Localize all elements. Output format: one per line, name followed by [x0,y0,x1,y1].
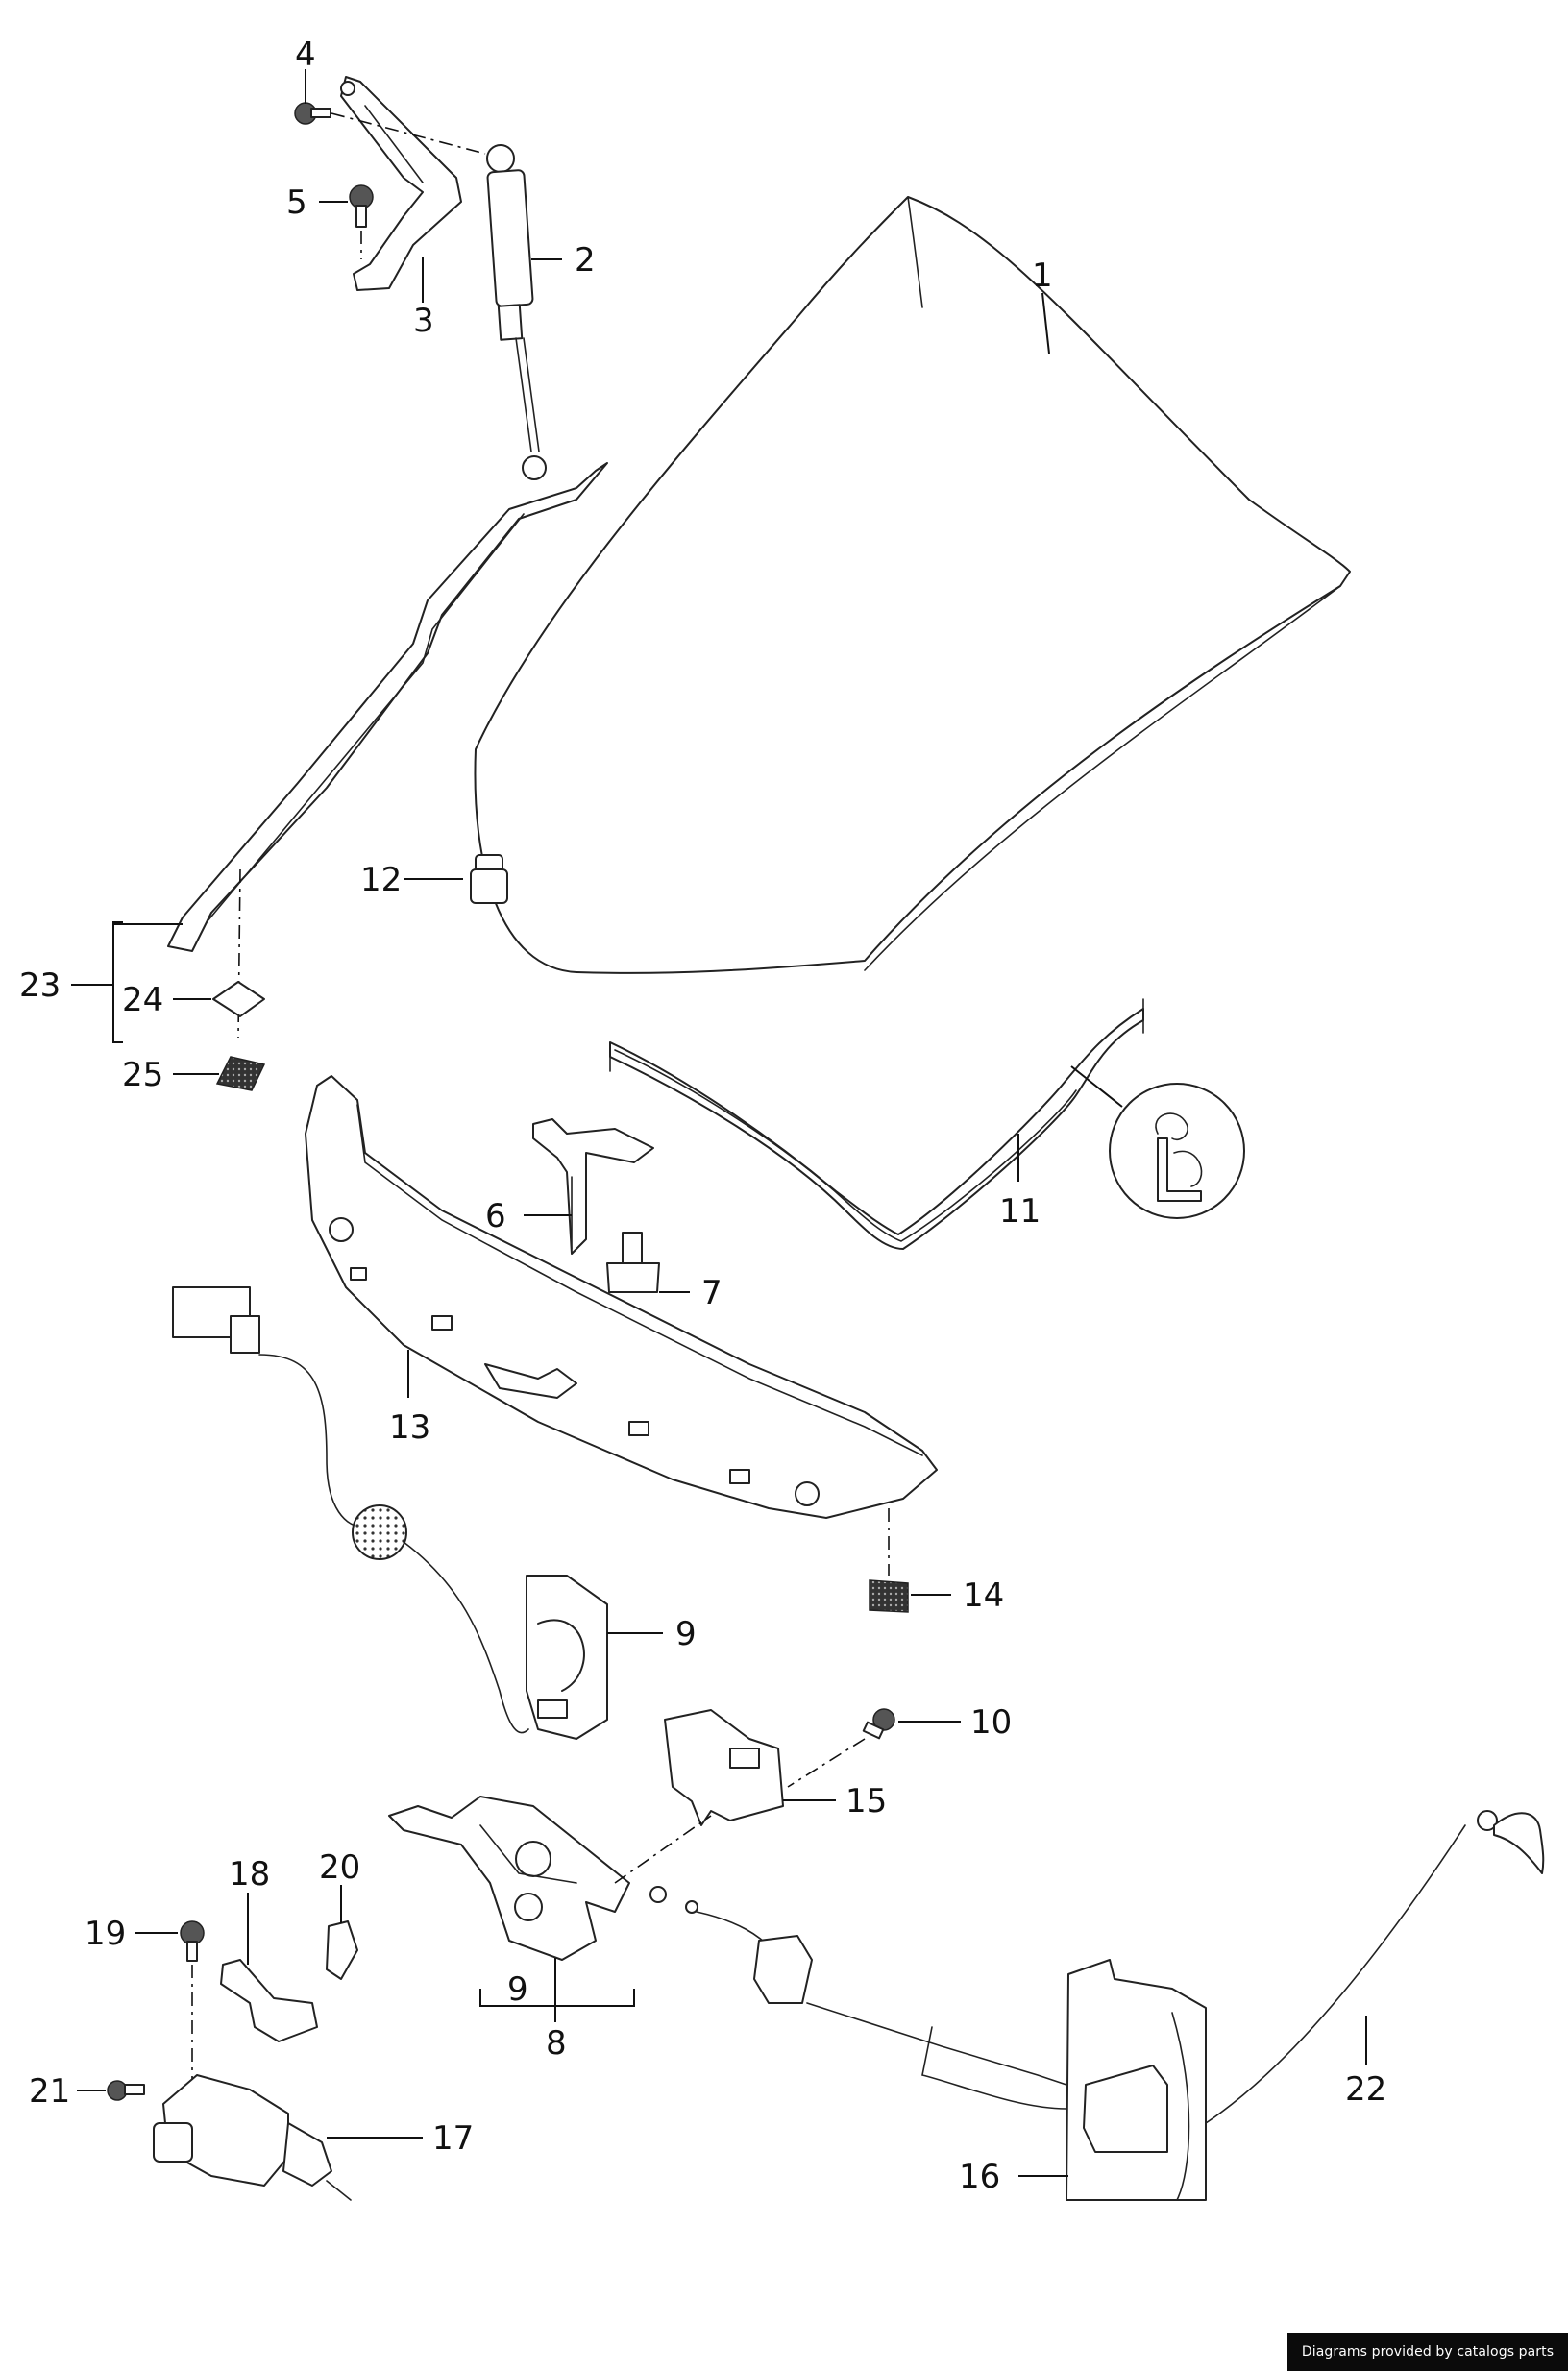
hood-panel [474,196,1351,974]
release-handle-housing [1066,1959,1207,2201]
mounting-bracket-18 [220,1959,318,2042]
callout-17: 17 [432,2119,474,2158]
hinge-bracket [340,76,462,291]
callout-21: 21 [29,2072,70,2111]
assembly-line-4 [331,112,486,155]
assembly-line-8 [614,1815,712,1884]
pad-24 [212,981,265,1017]
callout-24: 24 [122,981,163,1019]
gas-strut [486,144,547,480]
callout-25: 25 [122,1056,163,1094]
callout-4: 4 [295,36,316,74]
latch-housing [526,1575,608,1740]
callout-6: 6 [485,1197,506,1235]
callout-14: 14 [963,1577,1004,1615]
callout-7: 7 [701,1274,723,1312]
callout-8: 8 [546,2024,567,2063]
callout-9-upper: 9 [675,1615,697,1653]
bowden-cable [1205,1810,1545,2124]
hood-seal [609,998,1144,1250]
assembly-line-10 [787,1738,866,1788]
callout-12: 12 [360,861,402,899]
diagram-credit-badge: Diagrams provided by catalogs parts [1287,2333,1568,2371]
screw-5 [349,184,374,228]
callout-10: 10 [970,1703,1012,1742]
contact-switch-cable [172,1286,529,1734]
clip-nut-20 [326,1920,358,1980]
seal-section-detail [1070,1065,1245,1219]
callout-labels: 1 2 3 4 5 12 23 24 25 6 7 11 13 14 9 10 … [19,36,1386,2196]
pad-14 [869,1579,909,1613]
callout-16: 16 [959,2158,1000,2196]
callout-19: 19 [85,1915,126,1953]
striker-plate [532,1118,654,1255]
callout-3: 3 [413,302,434,340]
hood-edge-seal [167,462,608,952]
leader-lines [71,69,1367,2177]
callout-13: 13 [389,1408,430,1447]
callout-22: 22 [1345,2070,1386,2109]
screw-4 [294,102,331,125]
pad-25 [215,1056,266,1091]
callout-15: 15 [845,1782,887,1821]
bolt-21 [107,2080,145,2101]
front-trim-panel [305,1075,938,1519]
callout-18: 18 [229,1855,270,1894]
striker-bolt [606,1232,660,1293]
hood-latch [388,1796,630,1961]
bolt-10 [862,1708,895,1740]
actuator-motor-17 [153,2074,352,2201]
bracket-8-9 [479,1989,635,2007]
callout-20: 20 [319,1848,360,1887]
callout-2: 2 [575,241,596,280]
callout-1: 1 [1032,257,1053,295]
bump-stop [470,854,508,904]
callout-23: 23 [19,966,61,1005]
callout-9-lower: 9 [507,1970,528,2009]
screw-19 [180,1920,205,1962]
callout-5: 5 [286,183,307,222]
release-cable [649,1886,1067,2110]
heat-shield [664,1709,784,1826]
callout-11: 11 [999,1192,1041,1231]
